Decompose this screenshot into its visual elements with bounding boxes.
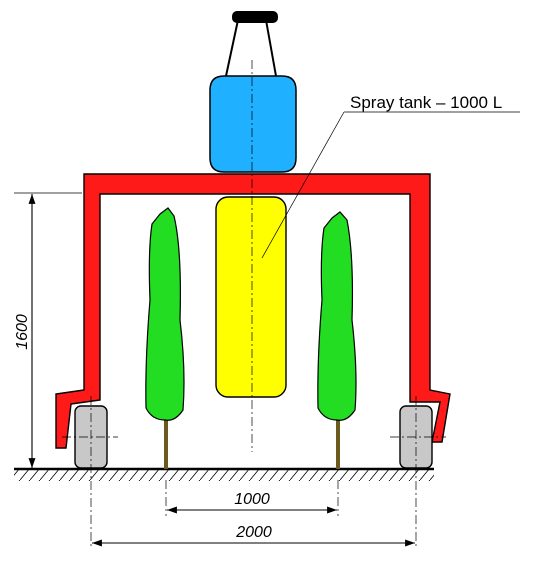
callout-leader — [261, 111, 345, 259]
centerlines — [62, 60, 446, 548]
track-width-label: 2000 — [235, 524, 272, 541]
spray-tank-icon — [209, 11, 297, 173]
track-width-dimension: 2000 — [92, 524, 415, 547]
ground — [14, 467, 434, 481]
row-spacing-label: 1000 — [234, 491, 270, 508]
height-dimension: 1600 — [14, 192, 82, 470]
left-tree-icon — [145, 207, 185, 421]
center-spray-unit — [215, 196, 287, 398]
right-tree-icon — [317, 211, 357, 421]
sprayer-frame — [55, 173, 451, 449]
height-dimension-label: 1600 — [14, 314, 31, 350]
row-spacing-dimension: 1000 — [167, 491, 337, 514]
callout-label: Spray tank – 1000 L — [350, 93, 502, 112]
